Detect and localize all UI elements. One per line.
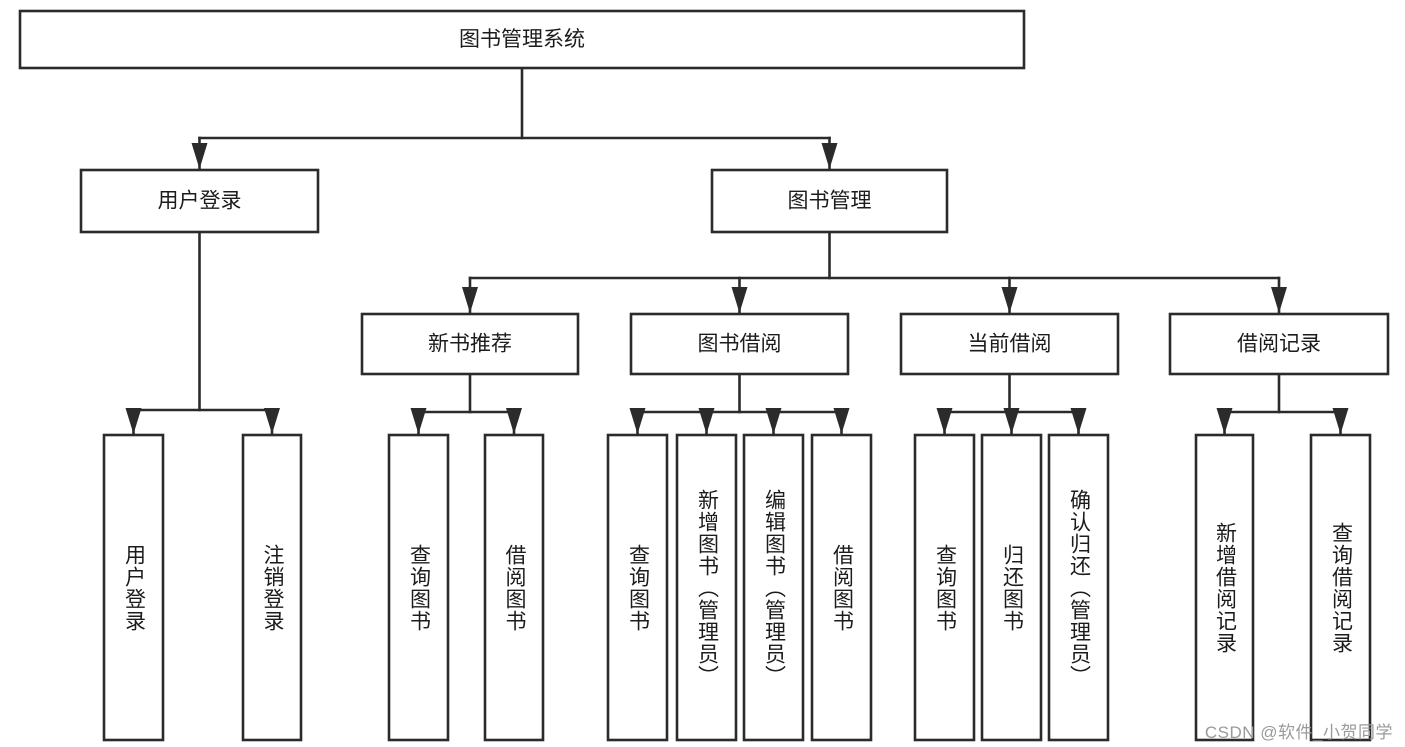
node-box-new-book-rec[interactable]: [360, 312, 580, 376]
connectors-layer: [125, 66, 1349, 435]
watermark-text: CSDN @软件_小贺同学: [1204, 723, 1393, 742]
arrow-head-icon-leaf-user-login: [125, 408, 142, 434]
arrow-head-icon-leaf-borrow-book-rec: [506, 408, 522, 434]
node-box-leaf-add-record[interactable]: [1194, 433, 1255, 742]
arrow-head-icon-leaf-add-book: [698, 408, 715, 434]
arrow-head-icon-current-borrow: [1001, 287, 1018, 313]
node-box-leaf-user-login[interactable]: [102, 433, 165, 742]
arrow-head-icon-leaf-add-record: [1216, 408, 1233, 434]
arrow-head-icon-leaf-query-book-borrow: [629, 408, 646, 434]
arrow-head-icon-borrow-record: [1271, 287, 1287, 313]
node-label-user-login: 用户登录: [158, 190, 242, 213]
node-label-borrow-record: 借阅记录: [1237, 333, 1321, 356]
arrow-head-icon-leaf-return-book: [1003, 408, 1020, 434]
arrow-head-icon-user-login: [191, 143, 208, 169]
arrow-head-icon-book-borrow: [731, 287, 748, 313]
node-box-leaf-query-book-borrow[interactable]: [606, 433, 669, 742]
node-box-leaf-query-book-cur[interactable]: [913, 433, 976, 742]
node-box-leaf-borrow-book[interactable]: [810, 433, 873, 742]
node-box-leaf-add-book[interactable]: [675, 433, 738, 742]
node-label-current-borrow: 当前借阅: [968, 333, 1052, 356]
node-box-leaf-user-logout[interactable]: [241, 433, 303, 742]
node-box-leaf-query-record[interactable]: [1309, 433, 1372, 742]
node-label-book-manage: 图书管理: [788, 190, 872, 213]
arrow-head-icon-leaf-borrow-book: [833, 408, 850, 434]
arrow-head-icon-leaf-confirm-return: [1070, 408, 1087, 434]
arrow-head-icon-leaf-query-record: [1332, 408, 1349, 434]
node-box-leaf-confirm-return[interactable]: [1047, 433, 1110, 742]
arrow-head-icon-book-manage: [821, 143, 838, 169]
arrow-head-icon-new-book-rec: [462, 287, 478, 313]
node-root-label: 图书管理系统: [459, 28, 585, 51]
node-box-book-borrow[interactable]: [629, 312, 850, 376]
node-box-leaf-edit-book[interactable]: [742, 433, 805, 742]
node-box-borrow-record[interactable]: [1168, 312, 1390, 376]
arrow-head-icon-leaf-user-logout: [264, 408, 280, 434]
node-box-leaf-borrow-book-rec[interactable]: [483, 433, 545, 742]
node-box-leaf-query-book-rec[interactable]: [387, 433, 450, 742]
node-box-leaf-return-book[interactable]: [980, 433, 1043, 742]
arrow-head-icon-leaf-query-book-rec: [410, 408, 427, 434]
node-box-book-manage[interactable]: [710, 168, 949, 234]
node-label-new-book-rec: 新书推荐: [428, 333, 512, 356]
arrow-head-icon-leaf-query-book-cur: [936, 408, 953, 434]
node-box-current-borrow[interactable]: [899, 312, 1120, 376]
node-box-user-login[interactable]: [79, 168, 320, 234]
node-root-box[interactable]: [18, 9, 1026, 70]
node-label-book-borrow: 图书借阅: [698, 333, 782, 356]
arrow-head-icon-leaf-edit-book: [765, 408, 782, 434]
